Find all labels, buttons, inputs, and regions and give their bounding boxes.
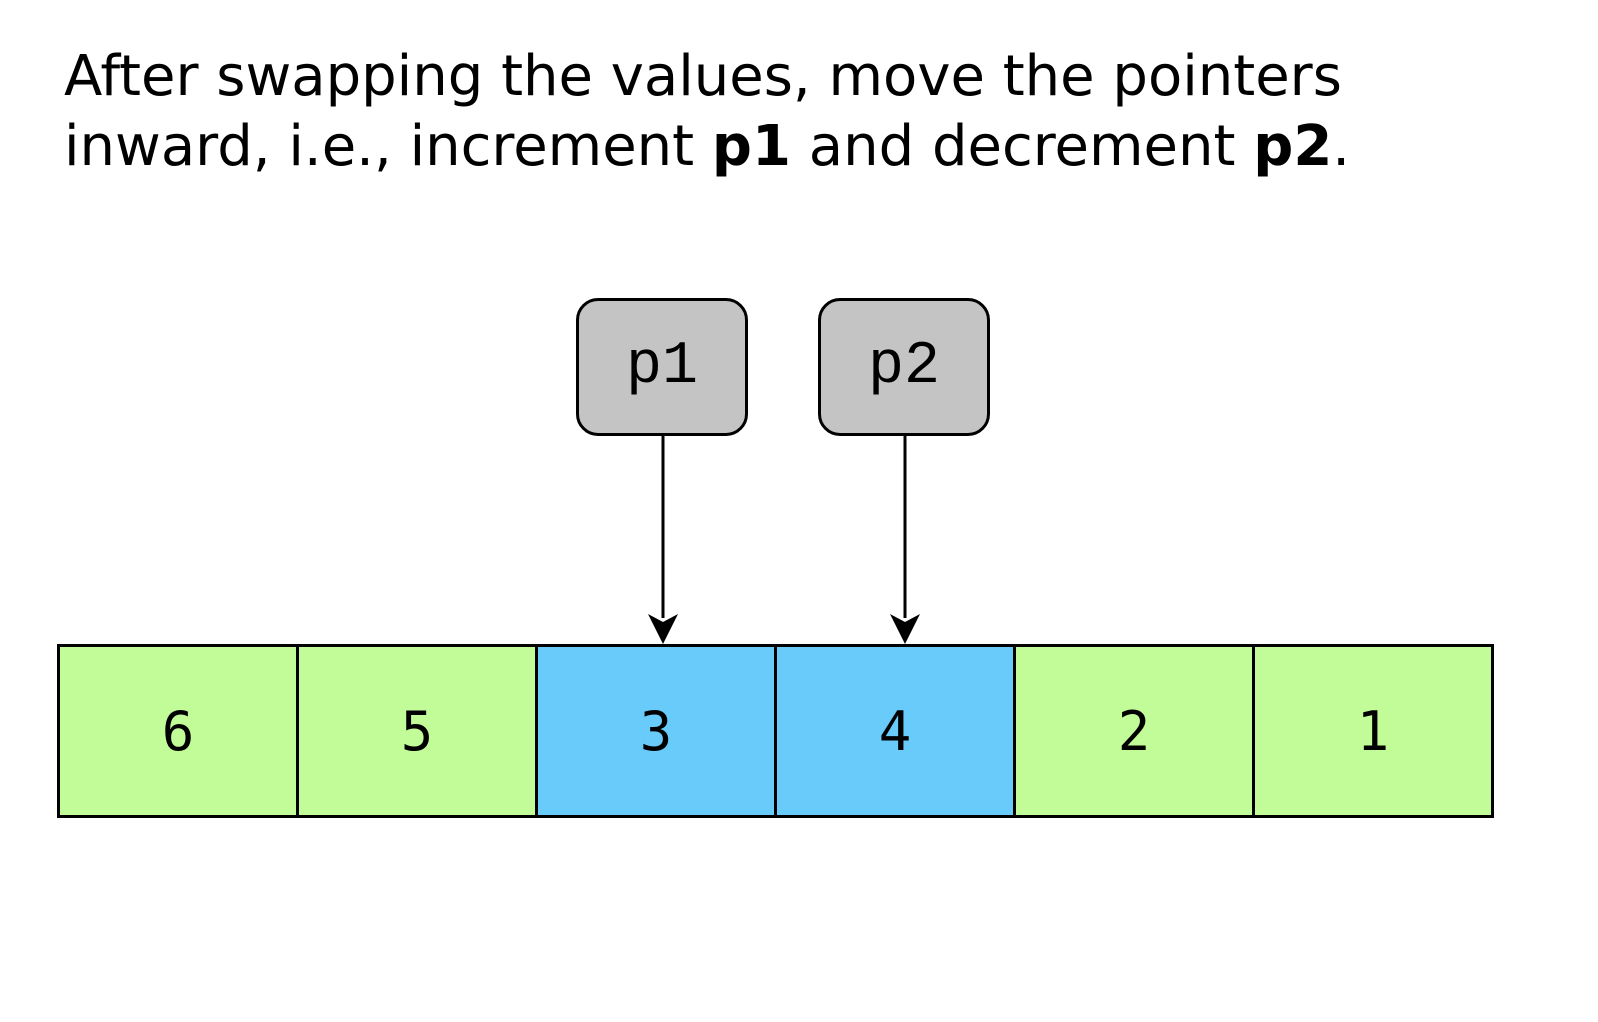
caption-middle: and decrement	[790, 114, 1254, 179]
array-cell-0: 6	[57, 644, 299, 818]
caption-p2: p2	[1253, 114, 1333, 179]
caption-end: .	[1332, 114, 1351, 179]
pointer-box-p2: p2	[818, 298, 990, 436]
array: 6 5 3 4 2 1	[57, 644, 1494, 818]
arrow-p1-head	[648, 614, 678, 644]
arrow-p2-head	[890, 614, 920, 644]
caption: After swapping the values, move the poin…	[64, 42, 1524, 182]
array-cell-1: 5	[296, 644, 538, 818]
array-cell-5: 1	[1252, 644, 1494, 818]
array-cell-3: 4	[774, 644, 1016, 818]
caption-line1: After swapping the values, move the poin…	[64, 44, 1342, 109]
caption-line2-start: inward, i.e., increment	[64, 114, 712, 179]
caption-p1: p1	[711, 114, 791, 179]
array-cell-4: 2	[1013, 644, 1255, 818]
pointer-box-p1: p1	[576, 298, 748, 436]
array-cell-2: 3	[535, 644, 777, 818]
